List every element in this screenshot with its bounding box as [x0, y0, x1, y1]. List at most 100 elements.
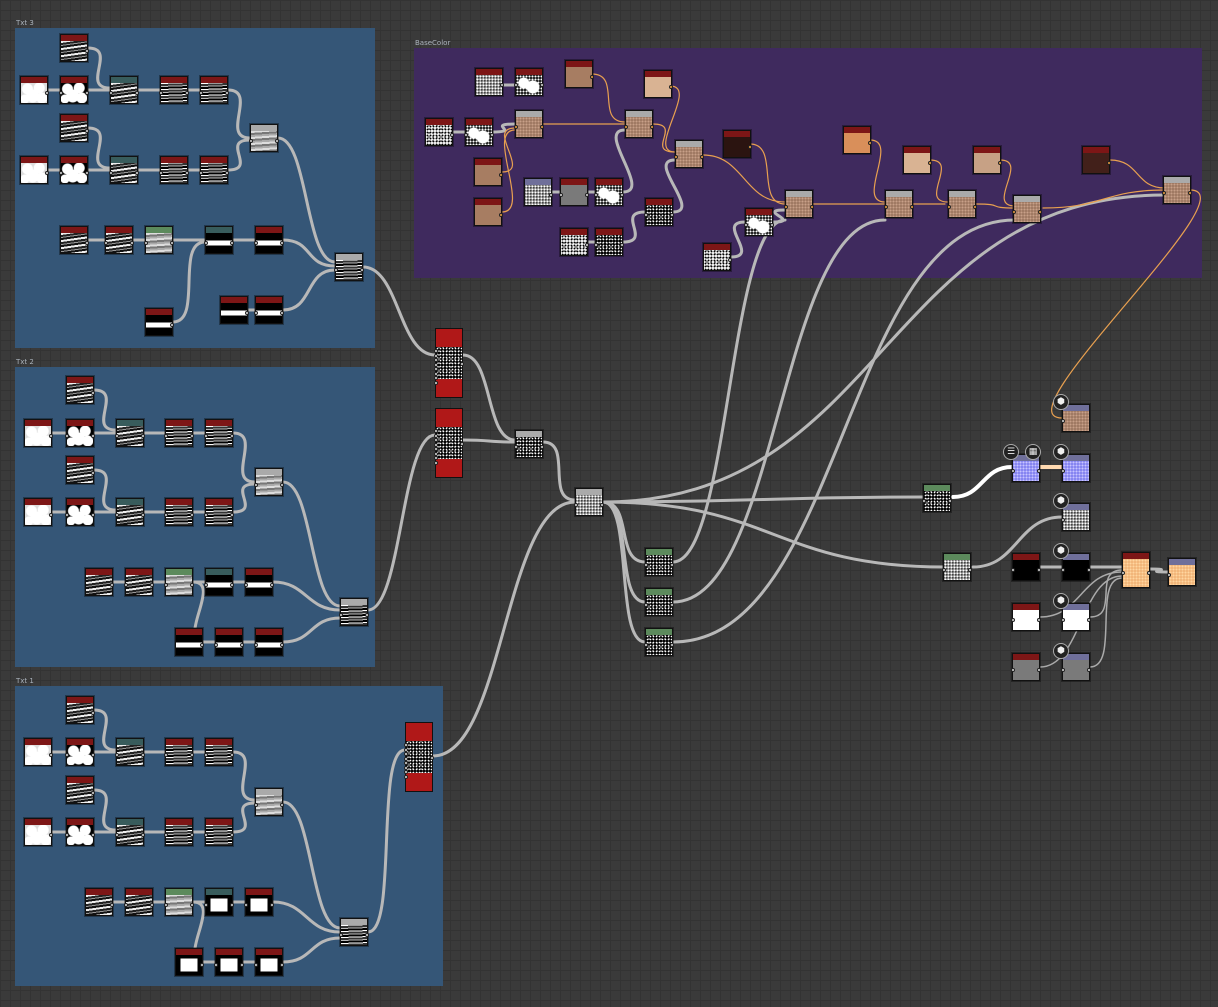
graph-node[interactable]: [204, 568, 234, 596]
graph-node[interactable]: [220, 296, 249, 324]
input-port[interactable]: [434, 456, 438, 460]
output-port[interactable]: [49, 513, 53, 517]
input-port[interactable]: [434, 451, 438, 456]
graph-node[interactable]: [559, 178, 589, 206]
output-port[interactable]: [669, 85, 673, 89]
output-port[interactable]: [670, 603, 674, 607]
output-port[interactable]: [650, 125, 654, 129]
output-port[interactable]: [585, 243, 589, 247]
graph-node[interactable]: [60, 226, 89, 254]
output-port[interactable]: [91, 434, 95, 438]
input-port[interactable]: [404, 756, 408, 761]
output-port[interactable]: [1147, 571, 1151, 575]
input-port[interactable]: [644, 213, 648, 217]
input-port[interactable]: [159, 171, 163, 175]
output-port[interactable]: [1037, 668, 1041, 672]
graph-node[interactable]: [1011, 553, 1041, 581]
graph-node[interactable]: [1082, 146, 1111, 174]
output-port[interactable]: [600, 503, 604, 507]
output-port[interactable]: [49, 434, 53, 438]
output-port[interactable]: [868, 141, 872, 145]
input-port[interactable]: [574, 503, 578, 507]
input-port[interactable]: [1011, 618, 1015, 622]
graph-node[interactable]: [674, 140, 704, 168]
input-port[interactable]: [1061, 518, 1065, 522]
output-port[interactable]: [45, 91, 49, 95]
graph-node-hub[interactable]: [574, 488, 604, 516]
output-port[interactable]: [490, 133, 494, 137]
output-port[interactable]: [130, 241, 134, 245]
output-port[interactable]: [670, 643, 674, 647]
input-port[interactable]: [942, 568, 946, 572]
input-port[interactable]: [1162, 191, 1166, 195]
graph-node[interactable]: [145, 308, 174, 336]
cube-icon[interactable]: ⬢: [1053, 394, 1069, 410]
graph-node[interactable]: [159, 156, 189, 184]
output-port[interactable]: [150, 903, 154, 907]
graph-node[interactable]: [475, 68, 504, 96]
input-port[interactable]: [339, 613, 343, 617]
connection-wire[interactable]: [1089, 577, 1123, 668]
graph-node[interactable]: [59, 156, 89, 184]
output-port[interactable]: [968, 568, 972, 572]
output-port[interactable]: [728, 258, 732, 262]
output-port[interactable]: [590, 75, 594, 79]
graph-node[interactable]: [109, 76, 139, 104]
input-port[interactable]: [434, 353, 438, 358]
input-port[interactable]: [214, 643, 218, 647]
input-port[interactable]: [594, 193, 598, 197]
input-port[interactable]: [164, 583, 168, 587]
output-port[interactable]: [230, 513, 234, 517]
input-port[interactable]: [334, 268, 338, 272]
output-port[interactable]: [1087, 668, 1091, 672]
output-port[interactable]: [1188, 191, 1192, 195]
output-port[interactable]: [499, 173, 503, 177]
graph-node[interactable]: [254, 468, 284, 496]
output-port[interactable]: [85, 241, 89, 245]
graph-node[interactable]: [1061, 454, 1090, 482]
input-port[interactable]: [104, 241, 108, 245]
output-port[interactable]: [540, 83, 544, 87]
input-port[interactable]: [59, 91, 63, 95]
output-port[interactable]: [190, 903, 194, 907]
graph-node[interactable]: [66, 456, 95, 484]
output-port[interactable]: [280, 483, 284, 487]
graph-node[interactable]: [1061, 603, 1091, 631]
input-port[interactable]: [744, 223, 748, 227]
graph-node[interactable]: [1061, 404, 1090, 432]
output-port[interactable]: [141, 513, 145, 517]
output-port[interactable]: [135, 91, 139, 95]
graph-node[interactable]: [24, 818, 53, 846]
graph-node[interactable]: [244, 888, 274, 916]
input-port[interactable]: [434, 349, 438, 353]
input-port[interactable]: [1167, 573, 1171, 577]
output-port[interactable]: [810, 205, 814, 209]
graph-node[interactable]: [1011, 653, 1041, 681]
input-port[interactable]: [514, 125, 518, 129]
input-port[interactable]: [1061, 618, 1065, 622]
output-port[interactable]: [190, 753, 194, 757]
graph-node[interactable]: [59, 76, 89, 104]
input-port[interactable]: [1061, 469, 1065, 473]
input-port[interactable]: [59, 171, 63, 175]
graph-node[interactable]: [175, 948, 204, 976]
graph-node[interactable]: [254, 628, 284, 656]
output-port[interactable]: [748, 145, 752, 149]
graph-node[interactable]: [1061, 503, 1090, 531]
graph-node[interactable]: [199, 156, 229, 184]
input-port[interactable]: [254, 963, 258, 967]
graph-node[interactable]: [254, 226, 284, 254]
connection-wire[interactable]: [366, 433, 437, 612]
output-port[interactable]: [360, 268, 364, 272]
output-port[interactable]: [700, 155, 704, 159]
graph-node[interactable]: [723, 130, 752, 158]
graph-node[interactable]: [514, 110, 544, 138]
checker-icon[interactable]: ▦: [1025, 444, 1041, 460]
input-port[interactable]: [164, 833, 168, 837]
output-port[interactable]: [910, 205, 914, 209]
graph-node[interactable]: [60, 114, 89, 142]
graph-node[interactable]: [124, 888, 154, 916]
graph-node[interactable]: [947, 190, 977, 218]
graph-node[interactable]: [339, 598, 369, 626]
output-port[interactable]: [185, 171, 189, 175]
